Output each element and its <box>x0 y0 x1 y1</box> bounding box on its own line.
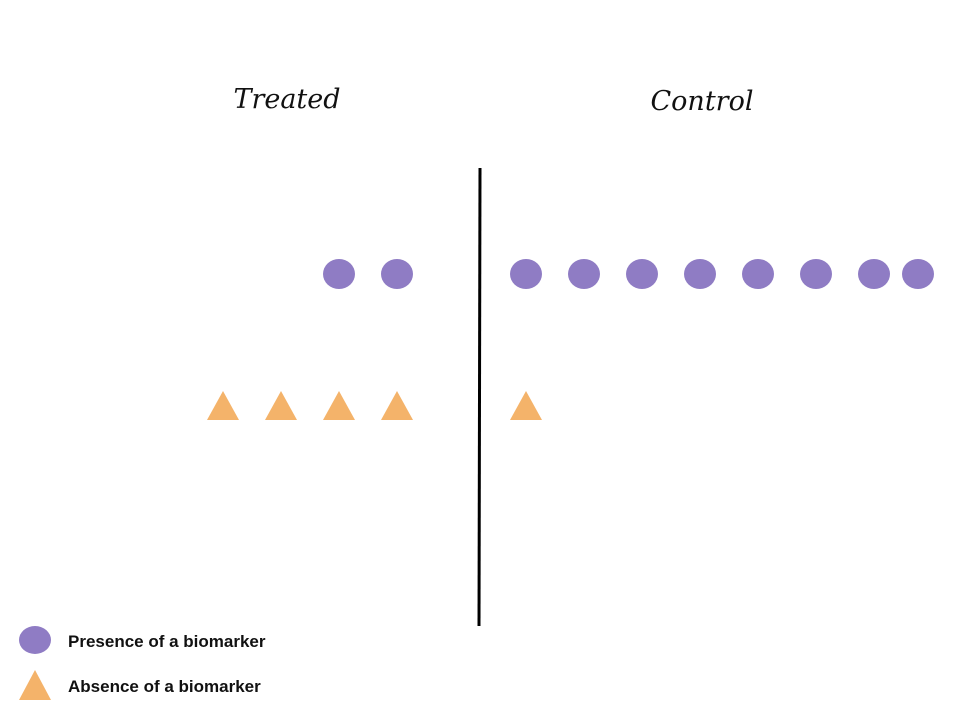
treated-absence-marker <box>265 391 297 420</box>
control-absence-marker <box>510 391 542 420</box>
treated-absence-marker <box>381 391 413 420</box>
control-presence-marker <box>902 259 934 289</box>
group-divider <box>477 167 482 627</box>
treated-presence-marker <box>381 259 413 289</box>
control-presence-marker <box>858 259 890 289</box>
control-title: Control <box>651 86 754 117</box>
legend: Presence of a biomarker Absence of a bio… <box>19 626 266 700</box>
treated-markers <box>207 259 413 420</box>
treated-absence-marker <box>207 391 239 420</box>
control-presence-marker <box>510 259 542 289</box>
control-presence-marker <box>800 259 832 289</box>
legend-absence-label: Absence of a biomarker <box>68 677 261 696</box>
control-presence-marker <box>742 259 774 289</box>
control-presence-marker <box>568 259 600 289</box>
legend-presence-label: Presence of a biomarker <box>68 632 266 651</box>
legend-absence-icon <box>19 670 51 700</box>
treated-presence-marker <box>323 259 355 289</box>
treated-title: Treated <box>233 84 340 115</box>
control-presence-marker <box>626 259 658 289</box>
legend-presence-icon <box>19 626 51 654</box>
control-presence-marker <box>684 259 716 289</box>
control-markers <box>510 259 934 420</box>
treated-absence-marker <box>323 391 355 420</box>
